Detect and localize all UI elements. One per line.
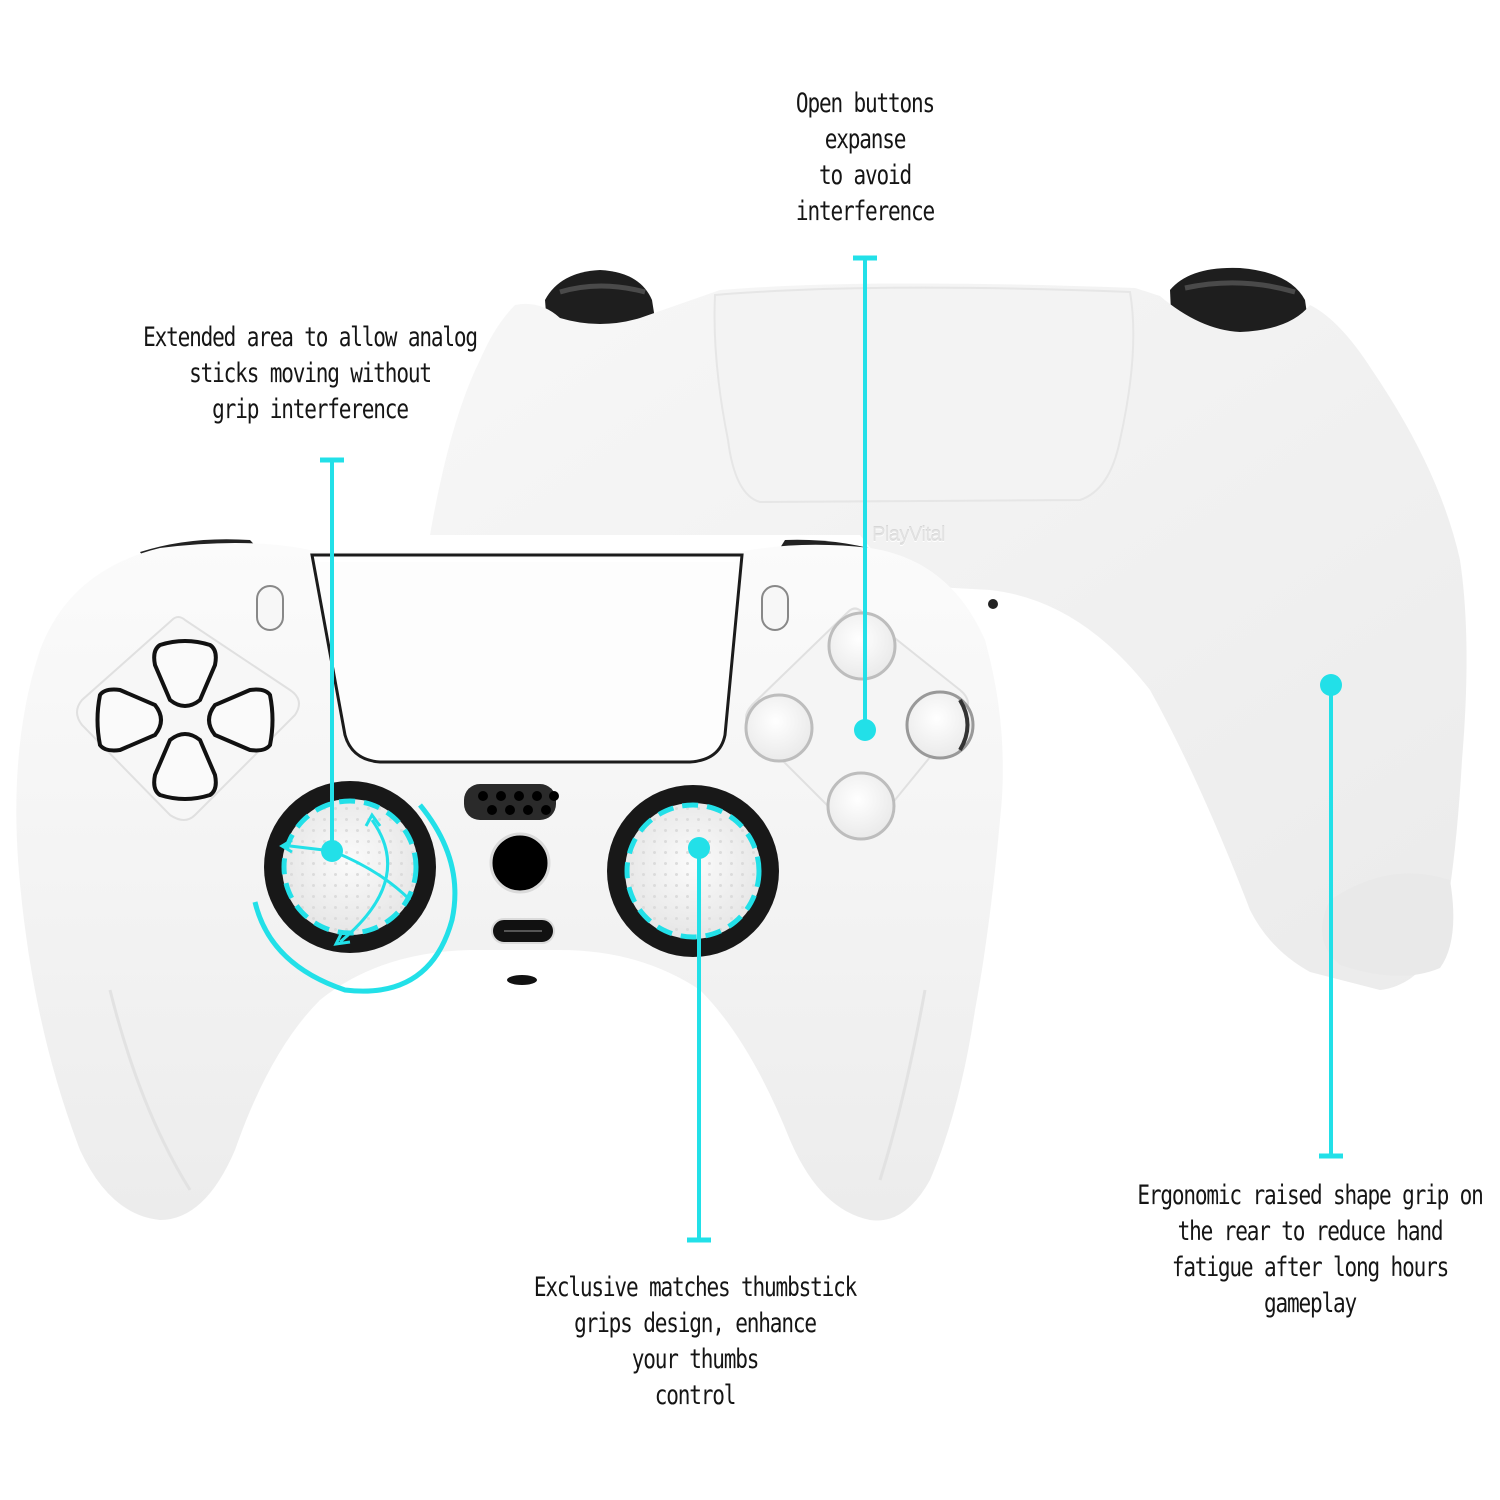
right-stick-dashed-ring — [624, 802, 762, 940]
callout-line: to avoid — [818, 160, 912, 191]
rear-mic-hole — [988, 599, 998, 609]
callout-line: grips design, enhance — [574, 1308, 817, 1339]
create-button[interactable] — [256, 585, 284, 631]
ps-button[interactable] — [489, 832, 551, 894]
leader-thumbstick-grips — [687, 837, 711, 1243]
callout-open-buttons: Open buttons expanse to avoid interferen… — [771, 86, 958, 230]
range-arc — [252, 803, 458, 994]
front-controller — [16, 539, 1003, 1221]
dot-marker-icon — [1320, 674, 1342, 696]
speaker-grille — [464, 784, 559, 820]
d-pad-up[interactable] — [152, 639, 218, 708]
callout-line: grip interference — [212, 394, 409, 425]
face-buttons — [744, 607, 975, 841]
callout-line: control — [654, 1380, 737, 1411]
circle-button[interactable] — [905, 690, 975, 760]
right-analog-stick[interactable] — [607, 785, 779, 957]
callout-thumbstick-grips: Exclusive matches thumbstick grips desig… — [500, 1270, 890, 1414]
d-pad — [76, 616, 300, 821]
cross-button[interactable] — [826, 771, 896, 841]
dot-marker-icon — [854, 719, 876, 741]
callout-line: your thumbs — [631, 1344, 760, 1375]
callout-line: Extended area to allow analog — [143, 322, 478, 353]
d-pad-down[interactable] — [152, 732, 218, 801]
callout-line: Exclusive matches thumbstick — [533, 1272, 857, 1303]
dot-marker-icon — [688, 837, 710, 859]
triangle-button[interactable] — [827, 611, 897, 681]
options-button[interactable] — [761, 585, 789, 631]
callout-line: Ergonomic raised shape grip on — [1137, 1180, 1483, 1211]
callout-rear-grip: Ergonomic raised shape grip on the rear … — [1115, 1178, 1500, 1322]
touchpad[interactable] — [310, 553, 744, 764]
callout-line: expanse — [824, 124, 907, 155]
leader-extended-area — [320, 457, 344, 862]
left-analog-stick[interactable] — [252, 781, 458, 994]
callout-line: gameplay — [1263, 1288, 1357, 1319]
callout-line: sticks moving without — [189, 358, 432, 389]
rear-shell — [430, 283, 1467, 990]
d-pad-left[interactable] — [95, 687, 163, 753]
callout-line: interference — [795, 196, 935, 227]
d-pad-right[interactable] — [207, 687, 275, 753]
rear-controller — [430, 267, 1467, 990]
callout-extended-area: Extended area to allow analog sticks mov… — [115, 320, 505, 428]
leader-open-buttons — [853, 255, 877, 741]
callout-line: the rear to reduce hand — [1177, 1216, 1444, 1247]
usb-port — [507, 975, 537, 985]
callout-line: Open buttons — [795, 88, 935, 119]
callout-line: fatigue after long hours — [1171, 1252, 1449, 1283]
leader-rear-grip — [1319, 674, 1343, 1159]
dot-marker-icon — [321, 840, 343, 862]
square-button[interactable] — [744, 693, 814, 763]
brand-logo: PlayVital — [872, 524, 945, 546]
